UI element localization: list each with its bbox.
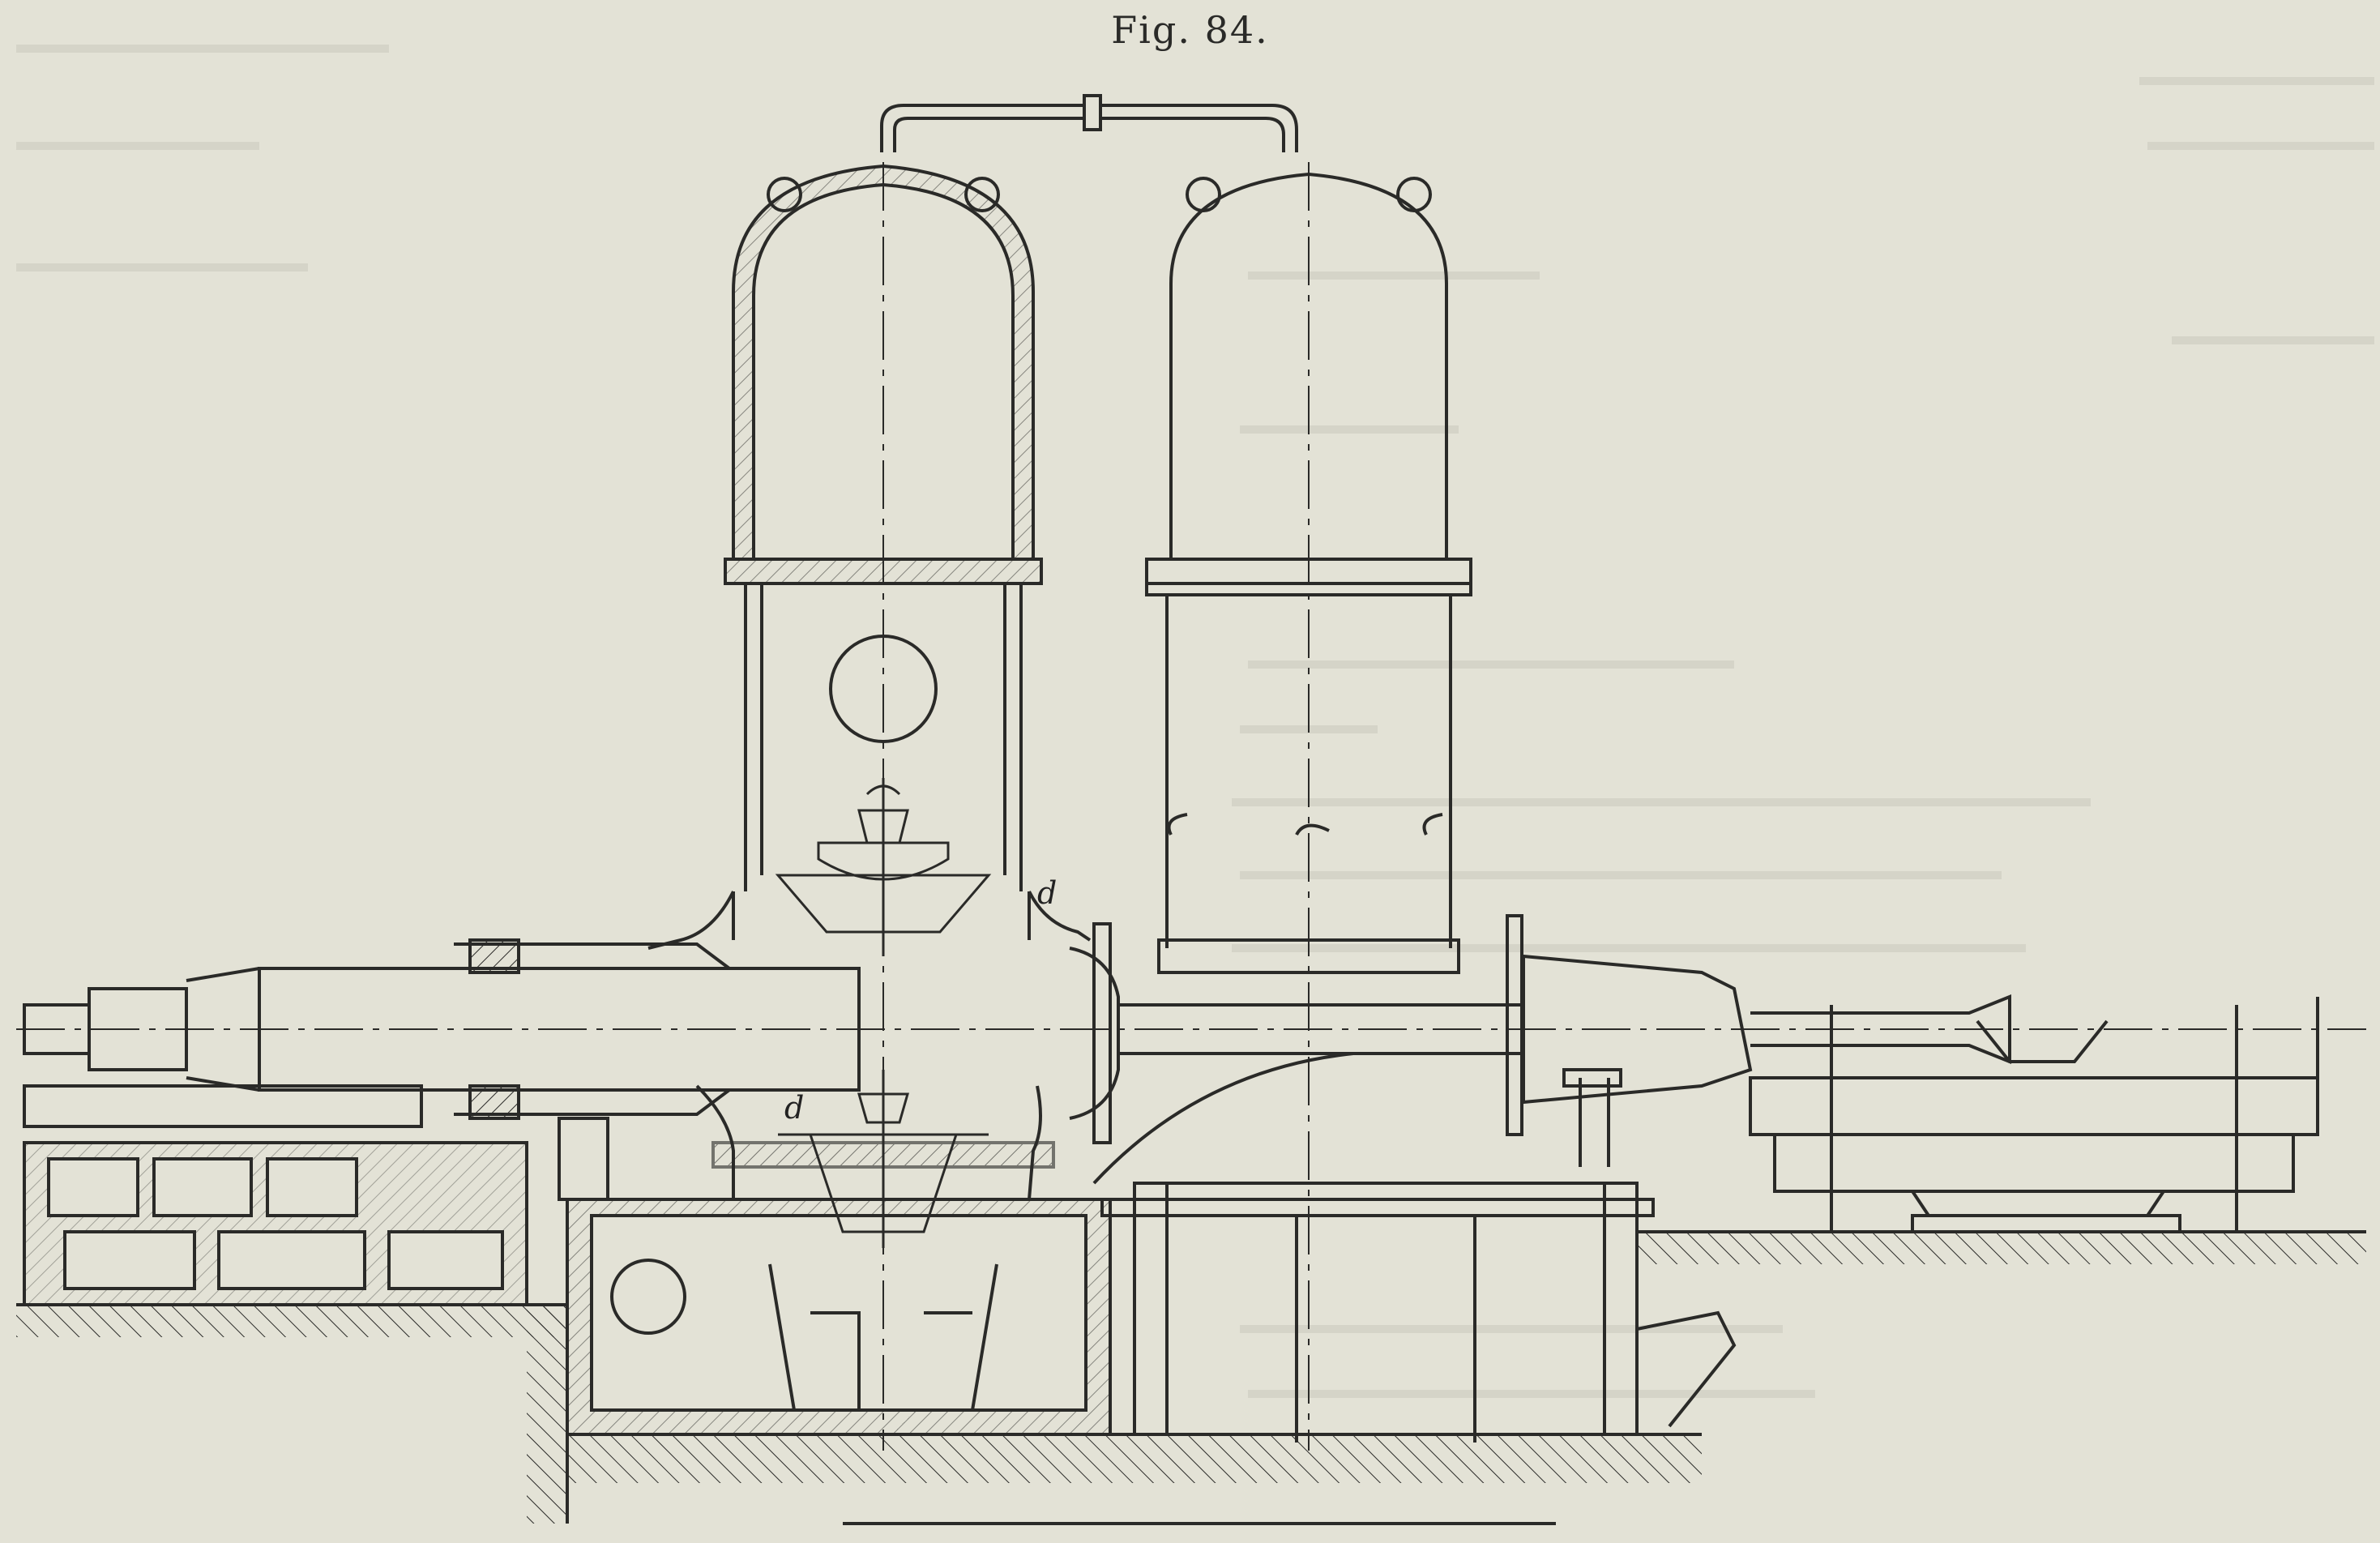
valve-label-lower: d [784,1090,804,1126]
bleed-through-text [16,45,2374,1398]
left-foundation [23,1084,609,1306]
figure-caption: Fig. 84. [1111,8,1269,52]
right-pump-body [1069,914,2011,1443]
connecting-pipe [880,94,1298,152]
right-stand [1749,997,2319,1233]
plunger-cylinder [16,938,2366,1120]
ground [16,1230,2366,1525]
valve-label-upper: d [1037,875,1057,911]
right-air-vessel [1145,162,1472,1451]
left-air-vessel [724,164,1043,891]
valve-chest [566,891,1112,1436]
